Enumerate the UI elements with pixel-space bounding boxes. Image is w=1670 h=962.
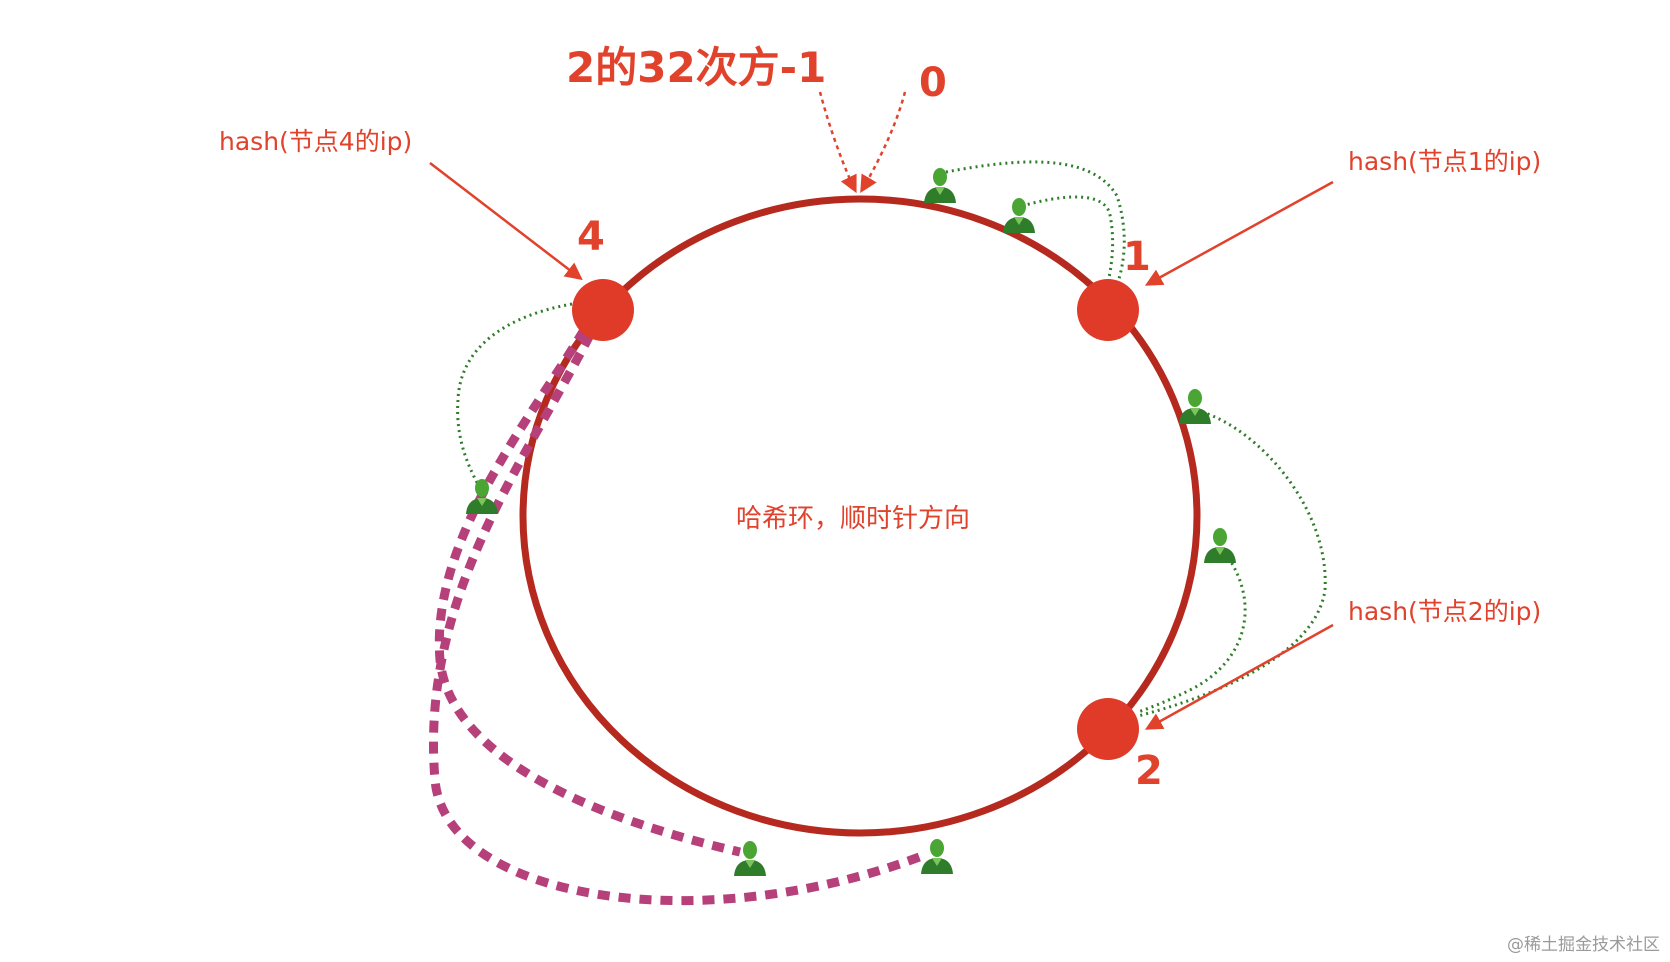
hash-node-2-label: hash(节点2的ip) [1348, 597, 1541, 626]
hash-node-4-label: hash(节点4的ip) [219, 127, 412, 156]
hash-ring [519, 195, 1201, 837]
node-2 [1077, 698, 1139, 760]
user-icon [734, 841, 766, 876]
node-1-label: 1 [1123, 234, 1151, 280]
ring-center-label: 哈希环，顺时针方向 [736, 504, 970, 534]
zero-pointer-arrow [860, 91, 907, 194]
failover-link-1 [434, 327, 742, 857]
ring-zero-label: 0 [919, 60, 947, 106]
node-1 [1077, 279, 1139, 341]
client-links [456, 160, 1327, 718]
ring-max-label: 2的32次方-1 [566, 43, 826, 92]
user-icon [921, 839, 953, 874]
hash-node-1-label: hash(节点1的ip) [1348, 147, 1541, 176]
user-icon [1204, 528, 1236, 563]
user-icon [1179, 389, 1211, 424]
node-4 [572, 279, 634, 341]
user-icon [1003, 198, 1035, 233]
node-2-label: 2 [1135, 748, 1163, 794]
hash-node-4-arrow [429, 162, 583, 281]
user-icon [466, 479, 498, 514]
node-4-label: 4 [577, 214, 605, 260]
hash-node-1-arrow [1144, 180, 1334, 286]
user-icon [924, 168, 956, 203]
watermark: @稀土掘金技术社区 [1507, 935, 1660, 955]
failover-link-2 [429, 332, 924, 906]
hash-node-2-arrow [1144, 623, 1334, 730]
max-pointer-arrow [818, 91, 857, 194]
